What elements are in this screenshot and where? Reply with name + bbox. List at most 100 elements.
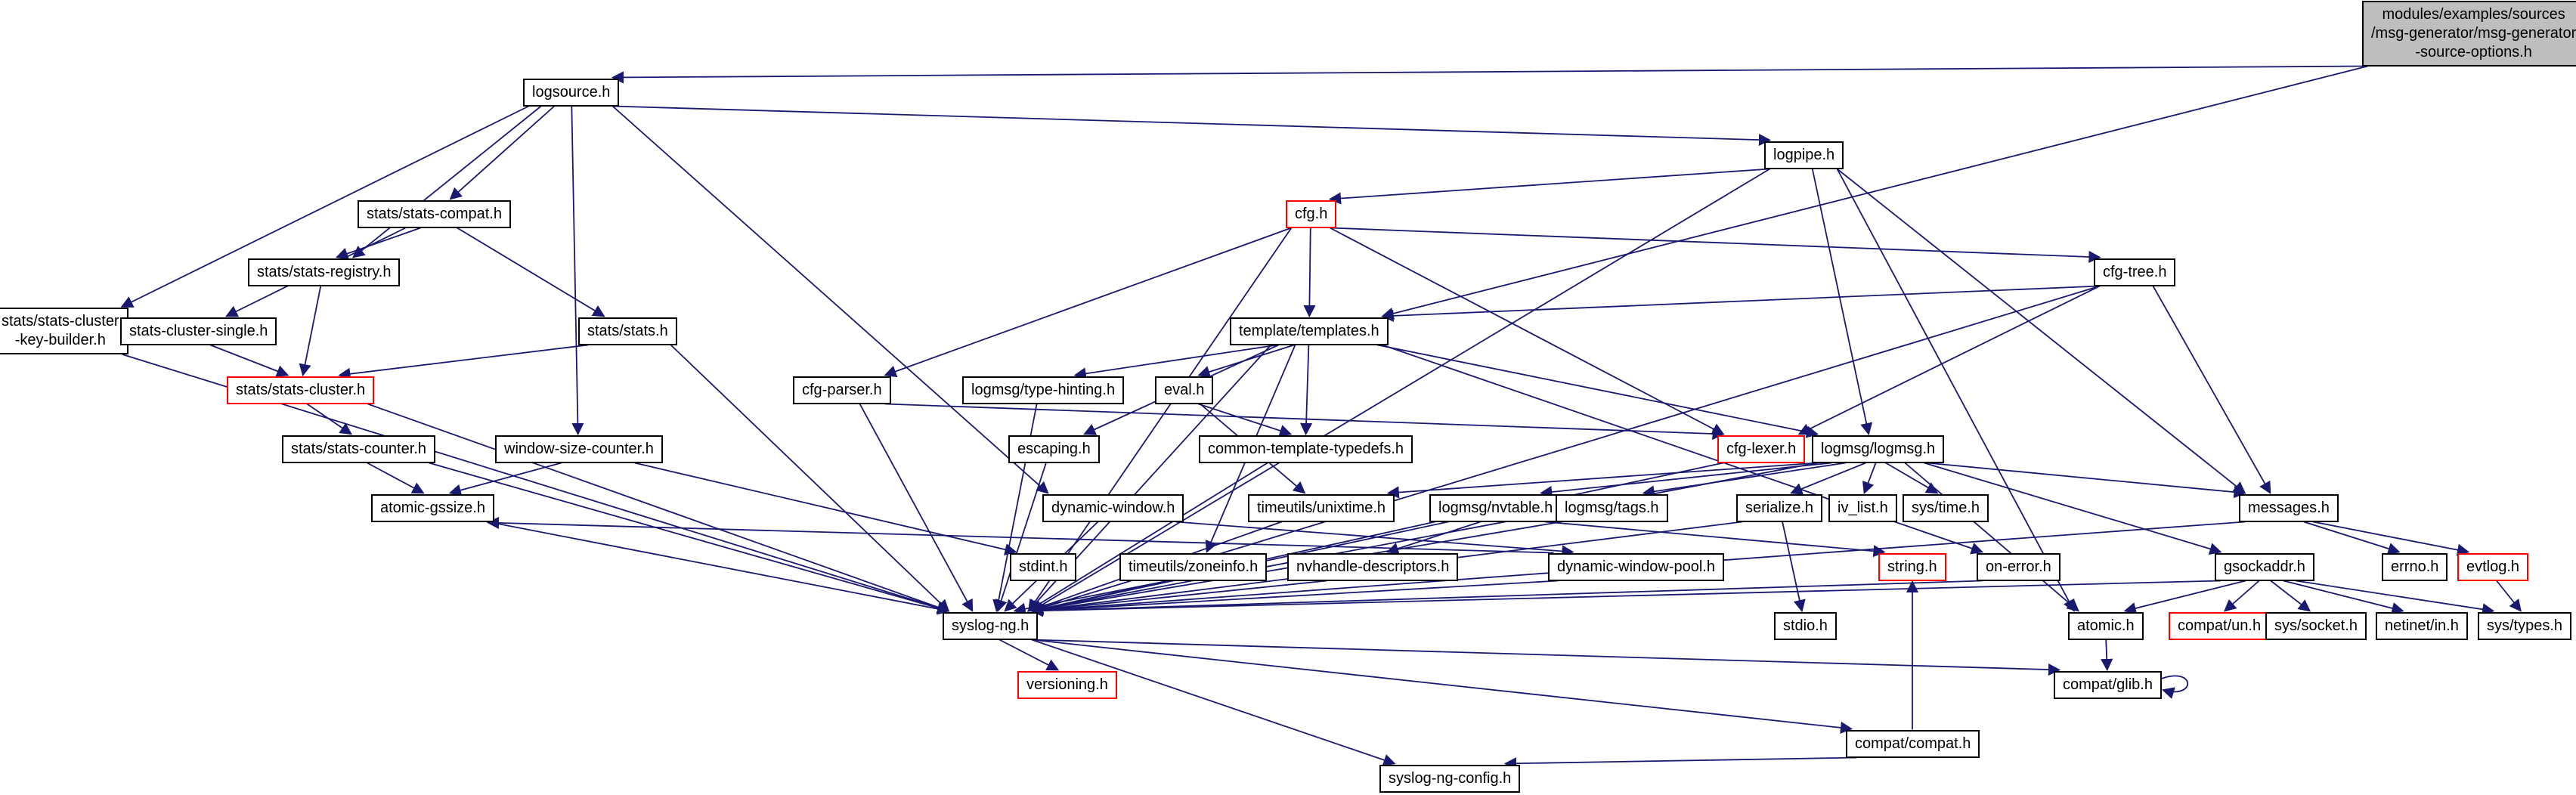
edge-cfg-lexer-to-syslog-ng <box>1030 462 1724 615</box>
edge-messages-to-errno <box>2303 521 2401 555</box>
edge-stats-counter-to-syslog-ng <box>429 462 950 614</box>
edge-logmsg-to-messages <box>1927 462 2246 499</box>
node-logsource[interactable]: logsource.h <box>523 79 620 107</box>
edge-logsource-to-logpipe <box>612 105 1772 147</box>
edge-nvtable-to-nvhandle-descriptors <box>1386 521 1481 555</box>
node-on-error[interactable]: on-error.h <box>1977 553 2060 581</box>
edge-cfg-to-cfg-parser <box>884 227 1292 378</box>
node-atomic-gssize[interactable]: atomic-gssize.h <box>371 494 494 522</box>
edge-compat-compat-to-syslog-ng-config <box>1503 756 1857 770</box>
node-dynamic-window-pool[interactable]: dynamic-window-pool.h <box>1548 553 1724 581</box>
node-templates[interactable]: template/templates.h <box>1230 317 1389 345</box>
node-syslog-ng-config[interactable]: syslog-ng-config.h <box>1379 765 1521 793</box>
node-sys-socket[interactable]: sys/socket.h <box>2265 612 2367 640</box>
node-zoneinfo[interactable]: timeutils/zoneinfo.h <box>1119 553 1268 581</box>
edge-logsource-to-stats-compat <box>449 105 555 200</box>
edge-logmsg-to-nvtable <box>1540 462 1832 499</box>
node-type-hinting[interactable]: logmsg/type-hinting.h <box>962 376 1125 404</box>
node-syslog-ng[interactable]: syslog-ng.h <box>943 612 1039 640</box>
node-serialize[interactable]: serialize.h <box>1736 494 1823 522</box>
node-window-size-counter[interactable]: window-size-counter.h <box>495 435 663 463</box>
node-cfg-lexer[interactable]: cfg-lexer.h <box>1717 435 1806 463</box>
node-messages[interactable]: messages.h <box>2239 494 2339 522</box>
node-stats-cluster[interactable]: stats/stats-cluster.h <box>227 376 375 404</box>
edge-compat-glib-to-compat-glib <box>2161 675 2189 699</box>
edge-cfg-to-syslog-ng <box>1027 227 1293 612</box>
edge-gsockaddr-to-sys-types <box>2296 580 2495 616</box>
node-stdio[interactable]: stdio.h <box>1774 612 1837 640</box>
edge-gsockaddr-to-sys-socket <box>2270 580 2311 612</box>
edge-common-template-typedefs-to-syslog-ng <box>1026 462 1268 612</box>
edge-escaping-to-syslog-ng <box>995 462 1047 613</box>
edge-atomic-gssize-to-syslog-ng <box>488 521 950 615</box>
edge-logpipe-to-messages <box>1836 168 2246 494</box>
node-sys-time[interactable]: sys/time.h <box>1903 494 1989 522</box>
edge-cfg-tree-to-messages <box>2152 286 2271 494</box>
node-nvhandle-descriptors[interactable]: nvhandle-descriptors.h <box>1287 553 1459 581</box>
node-compat-glib[interactable]: compat/glib.h <box>2054 671 2162 699</box>
edge-logmsg-to-serialize <box>1790 462 1866 495</box>
node-sys-types[interactable]: sys/types.h <box>2478 612 2572 640</box>
node-stats-counter[interactable]: stats/stats-counter.h <box>282 435 435 463</box>
node-logpipe[interactable]: logpipe.h <box>1764 141 1844 169</box>
edge-syslog-ng-to-compat-glib <box>1031 639 2061 676</box>
node-stats-cluster-key-builder[interactable]: stats/stats-cluster -key-builder.h <box>0 308 128 354</box>
edge-messages-to-evtlog <box>2313 521 2470 556</box>
node-errno[interactable]: errno.h <box>2382 553 2448 581</box>
node-netinet-in[interactable]: netinet/in.h <box>2376 612 2468 640</box>
node-common-template-typedefs[interactable]: common-template-typedefs.h <box>1199 435 1413 463</box>
node-dynamic-window[interactable]: dynamic-window.h <box>1042 494 1184 522</box>
edge-logpipe-to-logmsg <box>1811 169 1873 436</box>
edge-dynamic-window-pool-to-atomic-gssize <box>486 516 1554 554</box>
node-versioning[interactable]: versioning.h <box>1017 671 1117 699</box>
edge-cfg-tree-to-templates <box>1381 285 2101 322</box>
node-stats-registry[interactable]: stats/stats-registry.h <box>248 258 401 286</box>
node-cfg-tree[interactable]: cfg-tree.h <box>2094 258 2176 286</box>
node-logmsg[interactable]: logmsg/logmsg.h <box>1812 435 1945 463</box>
node-tags[interactable]: logmsg/tags.h <box>1556 494 1668 522</box>
node-gsockaddr[interactable]: gsockaddr.h <box>2215 553 2314 581</box>
edge-logsource-to-dynamic-window <box>611 105 1049 494</box>
node-stdint[interactable]: stdint.h <box>1010 553 1077 581</box>
edge-gsockaddr-to-syslog-ng <box>1030 580 2221 617</box>
node-cfg-parser[interactable]: cfg-parser.h <box>793 376 891 404</box>
edge-syslog-ng-to-versioning <box>999 639 1060 671</box>
edge-stats-counter-to-atomic-gssize <box>367 462 425 494</box>
edge-stats-compat-to-stats <box>457 227 605 317</box>
node-unixtime[interactable]: timeutils/unixtime.h <box>1248 494 1395 522</box>
edge-serialize-to-stdio <box>1782 521 1806 613</box>
node-escaping[interactable]: escaping.h <box>1008 435 1100 463</box>
edge-stats-cluster-to-syslog-ng <box>367 403 950 614</box>
edge-main-to-templates <box>1381 65 2368 320</box>
edge-logsource-to-stats-registry <box>351 105 542 258</box>
edge-stats-to-stats-cluster <box>338 344 589 380</box>
node-stats[interactable]: stats/stats.h <box>578 317 677 345</box>
node-atomic[interactable]: atomic.h <box>2068 612 2144 640</box>
edge-logmsg-to-sys-time <box>1885 462 1939 494</box>
node-cfg[interactable]: cfg.h <box>1286 200 1337 228</box>
node-string[interactable]: string.h <box>1878 553 1946 581</box>
node-stats-compat[interactable]: stats/stats-compat.h <box>358 200 511 228</box>
edge-cfg-parser-to-cfg-lexer <box>884 403 1725 441</box>
edge-stats-to-syslog-ng <box>670 344 950 612</box>
edge-gsockaddr-to-compat-un <box>2223 580 2260 612</box>
edge-on-error-to-syslog-ng <box>1030 580 1983 617</box>
edge-syslog-ng-to-syslog-ng-config <box>1031 639 1396 766</box>
edge-dynamic-window-to-dynamic-window-pool <box>1175 521 1574 558</box>
node-stats-cluster-single[interactable]: stats-cluster-single.h <box>120 317 277 345</box>
edge-logmsg-to-tags <box>1642 462 1846 498</box>
node-iv-list[interactable]: iv_list.h <box>1828 494 1897 522</box>
node-eval[interactable]: eval.h <box>1155 376 1214 404</box>
node-evtlog[interactable]: evtlog.h <box>2457 553 2529 581</box>
edge-cfg-to-cfg-lexer <box>1330 227 1725 435</box>
edge-cfg-tree-to-cfg-lexer <box>1797 285 2101 435</box>
edge-stats-compat-to-stats-registry <box>335 227 421 260</box>
node-main: modules/examples/sources /msg-generator/… <box>2362 1 2576 67</box>
edge-templates-to-common-template-typedefs <box>1299 345 1313 436</box>
node-compat-compat[interactable]: compat/compat.h <box>1846 730 1980 758</box>
node-compat-un[interactable]: compat/un.h <box>2169 612 2271 640</box>
edge-stats-registry-to-stats-cluster <box>299 286 322 377</box>
node-nvtable[interactable]: logmsg/nvtable.h <box>1429 494 1562 522</box>
